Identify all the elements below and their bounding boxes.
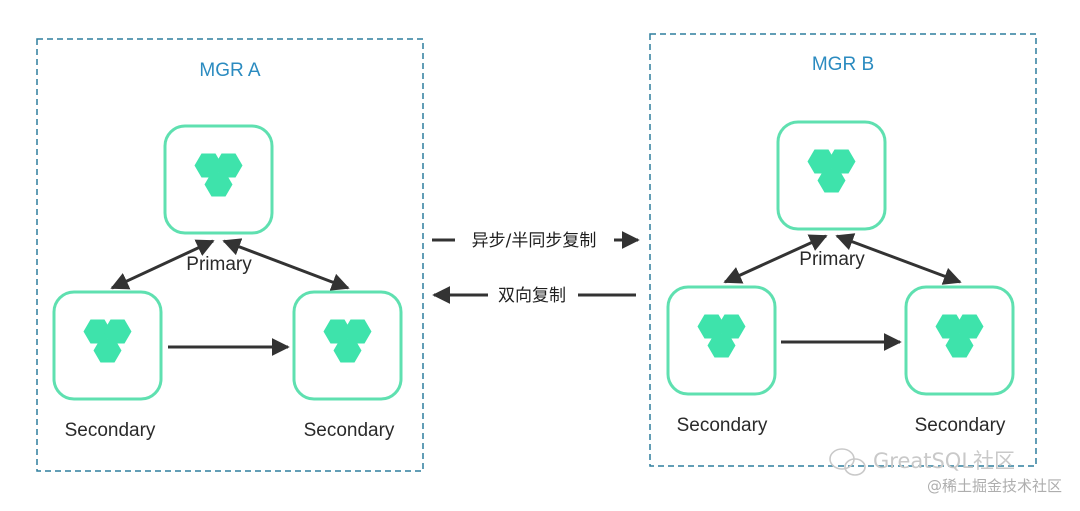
arrow-primary-secondary-right (835, 233, 962, 285)
primary-node (163, 124, 274, 235)
group-border (649, 33, 1037, 467)
group-mgr-b: MGR B Primary Secondary Secondary (649, 33, 1037, 467)
secondary-node-right (292, 290, 403, 401)
secondary-node-right (904, 285, 1015, 396)
group-border (36, 38, 424, 472)
primary-label: Primary (799, 249, 865, 270)
watermark: GreatSQL社区 @稀土掘金技术社区 (829, 448, 1062, 495)
connection-backward: 双向复制 (432, 286, 636, 306)
watermark-main: GreatSQL社区 (873, 449, 1015, 473)
secondary-node-left (666, 285, 777, 396)
secondary-label-right: Secondary (304, 420, 395, 441)
primary-node (776, 120, 887, 231)
group-title: MGR B (812, 54, 874, 75)
connection-forward: 异步/半同步复制 (432, 231, 640, 251)
arrow-primary-secondary-right (222, 238, 350, 291)
secondary-node-left (52, 290, 163, 401)
backward-label: 双向复制 (498, 286, 566, 306)
secondary-label-left: Secondary (65, 420, 156, 441)
arrow-primary-secondary-left (723, 234, 828, 284)
primary-label: Primary (186, 254, 252, 275)
secondary-label-right: Secondary (915, 415, 1006, 436)
wechat-icon (829, 448, 866, 476)
group-title: MGR A (199, 60, 261, 81)
group-mgr-a: MGR A Primary Secondary Secondary (36, 38, 424, 472)
forward-label: 异步/半同步复制 (472, 231, 597, 251)
secondary-label-left: Secondary (677, 415, 768, 436)
arrow-primary-secondary-left (110, 239, 215, 290)
watermark-sub: @稀土掘金技术社区 (927, 477, 1062, 495)
